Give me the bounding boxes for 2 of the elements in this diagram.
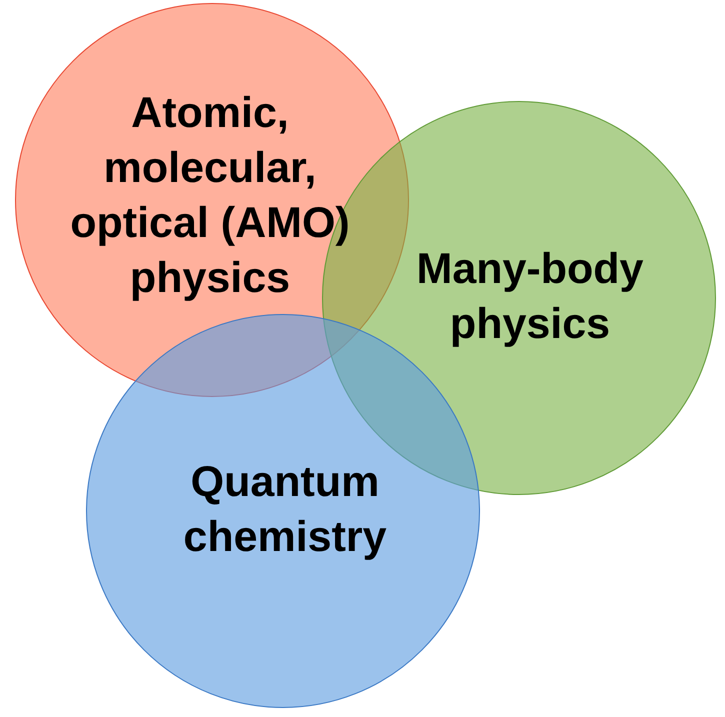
set-label: Many-body physics [416,244,644,350]
set-label: Quantum chemistry [182,457,388,563]
